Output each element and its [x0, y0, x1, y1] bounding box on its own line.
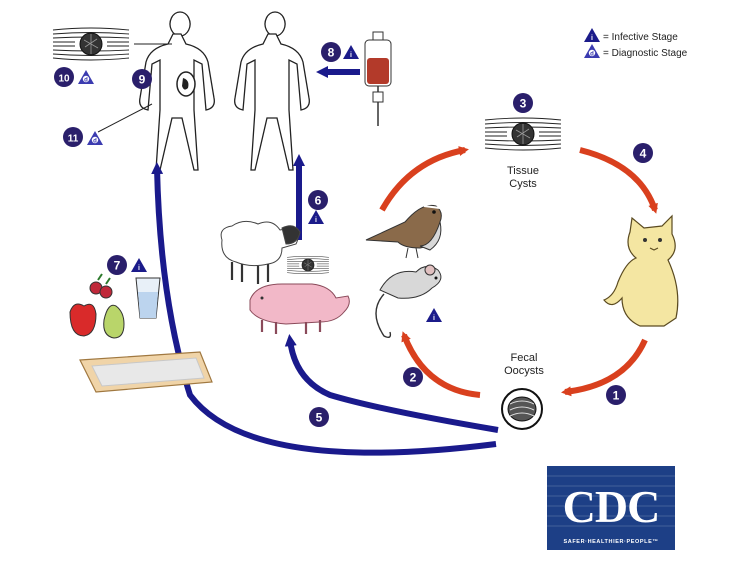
connector-line-eye-to-human: [97, 103, 153, 133]
svg-text:8: 8: [328, 46, 335, 60]
svg-text:4: 4: [640, 147, 647, 161]
sexual-cycle-arrows: [379, 146, 658, 398]
human-figure-right: [234, 11, 310, 171]
svg-text:3: 3: [520, 97, 527, 111]
step-badge-3: 3: [513, 93, 533, 113]
step-badge-9: 9: [132, 69, 152, 89]
infective-stage-legend-label: = Infective Stage: [603, 32, 678, 43]
tissue-cyst-icon: [484, 117, 562, 151]
infective-stage-marker-icon: i: [308, 210, 324, 224]
rodent-illustration: [375, 264, 442, 339]
svg-text:i: i: [433, 315, 435, 322]
pig-illustration: [249, 283, 350, 334]
svg-text:d: d: [590, 52, 594, 58]
cdc-logo: CDC SAFER·HEALTHIER·PEOPLE™: [547, 466, 675, 550]
arrow-oocyst-to-human: [151, 162, 497, 456]
svg-text:2: 2: [410, 371, 417, 385]
svg-text:5: 5: [316, 411, 323, 425]
sheep-illustration: [220, 220, 301, 284]
cdc-tagline: SAFER·HEALTHIER·PEOPLE™: [564, 539, 659, 545]
tissue-cyst-in-meat-icon: [286, 255, 330, 275]
svg-text:7: 7: [114, 259, 121, 273]
fecal-oocyst-icon: [501, 388, 543, 430]
diagnostic-stage-legend-triangle-icon: d: [584, 44, 600, 58]
fetus-in-womb-icon: [176, 71, 196, 97]
step-badge-6: 6: [308, 190, 328, 210]
svg-text:d: d: [93, 139, 97, 145]
arrow-cat-to-fecal-oocyst: [561, 338, 648, 397]
arrow-tissue-cyst-to-cat: [579, 147, 658, 214]
fruit-and-vegetables-illustration: [69, 273, 125, 339]
human-figure-left: [139, 11, 215, 171]
svg-text:d: d: [84, 78, 88, 84]
fecal-oocysts-label-line2: Oocysts: [504, 365, 544, 377]
legend: i = Infective Stage d = Diagnostic Stage: [584, 28, 688, 59]
tissue-cyst-in-human-tissue: [52, 27, 130, 61]
step-badge-8: 8: [321, 42, 341, 62]
cat-litter-box-illustration: [79, 351, 213, 393]
svg-text:1: 1: [613, 389, 620, 403]
svg-text:i: i: [315, 217, 317, 224]
diagnostic-stage-marker-icon: d: [78, 70, 94, 84]
svg-text:i: i: [350, 52, 352, 59]
bird-illustration: [365, 204, 442, 259]
step-badge-1: 1: [606, 385, 626, 405]
arrow-oocyst-to-pig: [284, 334, 499, 433]
svg-text:6: 6: [315, 194, 322, 208]
infective-stage-marker-icon: i: [343, 45, 359, 59]
svg-text:10: 10: [58, 74, 70, 85]
cdc-logo-text: CDC: [563, 481, 660, 532]
cat-illustration: [603, 214, 679, 327]
tissue-cysts-label-line1: Tissue: [507, 165, 539, 177]
step-badge-5: 5: [309, 407, 329, 427]
glass-of-water-icon: [135, 277, 161, 319]
svg-text:i: i: [138, 265, 140, 272]
svg-text:i: i: [591, 35, 593, 42]
arrow-oocyst-to-rodent: [401, 331, 481, 398]
svg-text:9: 9: [139, 73, 146, 87]
infective-stage-marker-icon: i: [426, 308, 442, 322]
step-badge-2: 2: [403, 367, 423, 387]
infective-stage-legend-triangle-icon: i: [584, 28, 600, 42]
blood-transfusion-bag-icon: [364, 31, 392, 126]
human-transmission-arrows: [151, 66, 499, 456]
diagnostic-stage-marker-icon: d: [87, 131, 103, 145]
step-badge-11: 11: [63, 127, 83, 147]
infective-stage-marker-icon: i: [131, 258, 147, 272]
step-badge-7: 7: [107, 255, 127, 275]
step-badge-4: 4: [633, 143, 653, 163]
fecal-oocysts-label-line1: Fecal: [511, 352, 538, 364]
arrow-bird-to-tissue-cyst: [379, 146, 469, 212]
diagnostic-stage-legend-label: = Diagnostic Stage: [603, 48, 688, 59]
svg-text:11: 11: [68, 134, 79, 145]
tissue-cysts-label-line2: Cysts: [509, 178, 537, 190]
step-badge-10: 10: [54, 67, 74, 87]
